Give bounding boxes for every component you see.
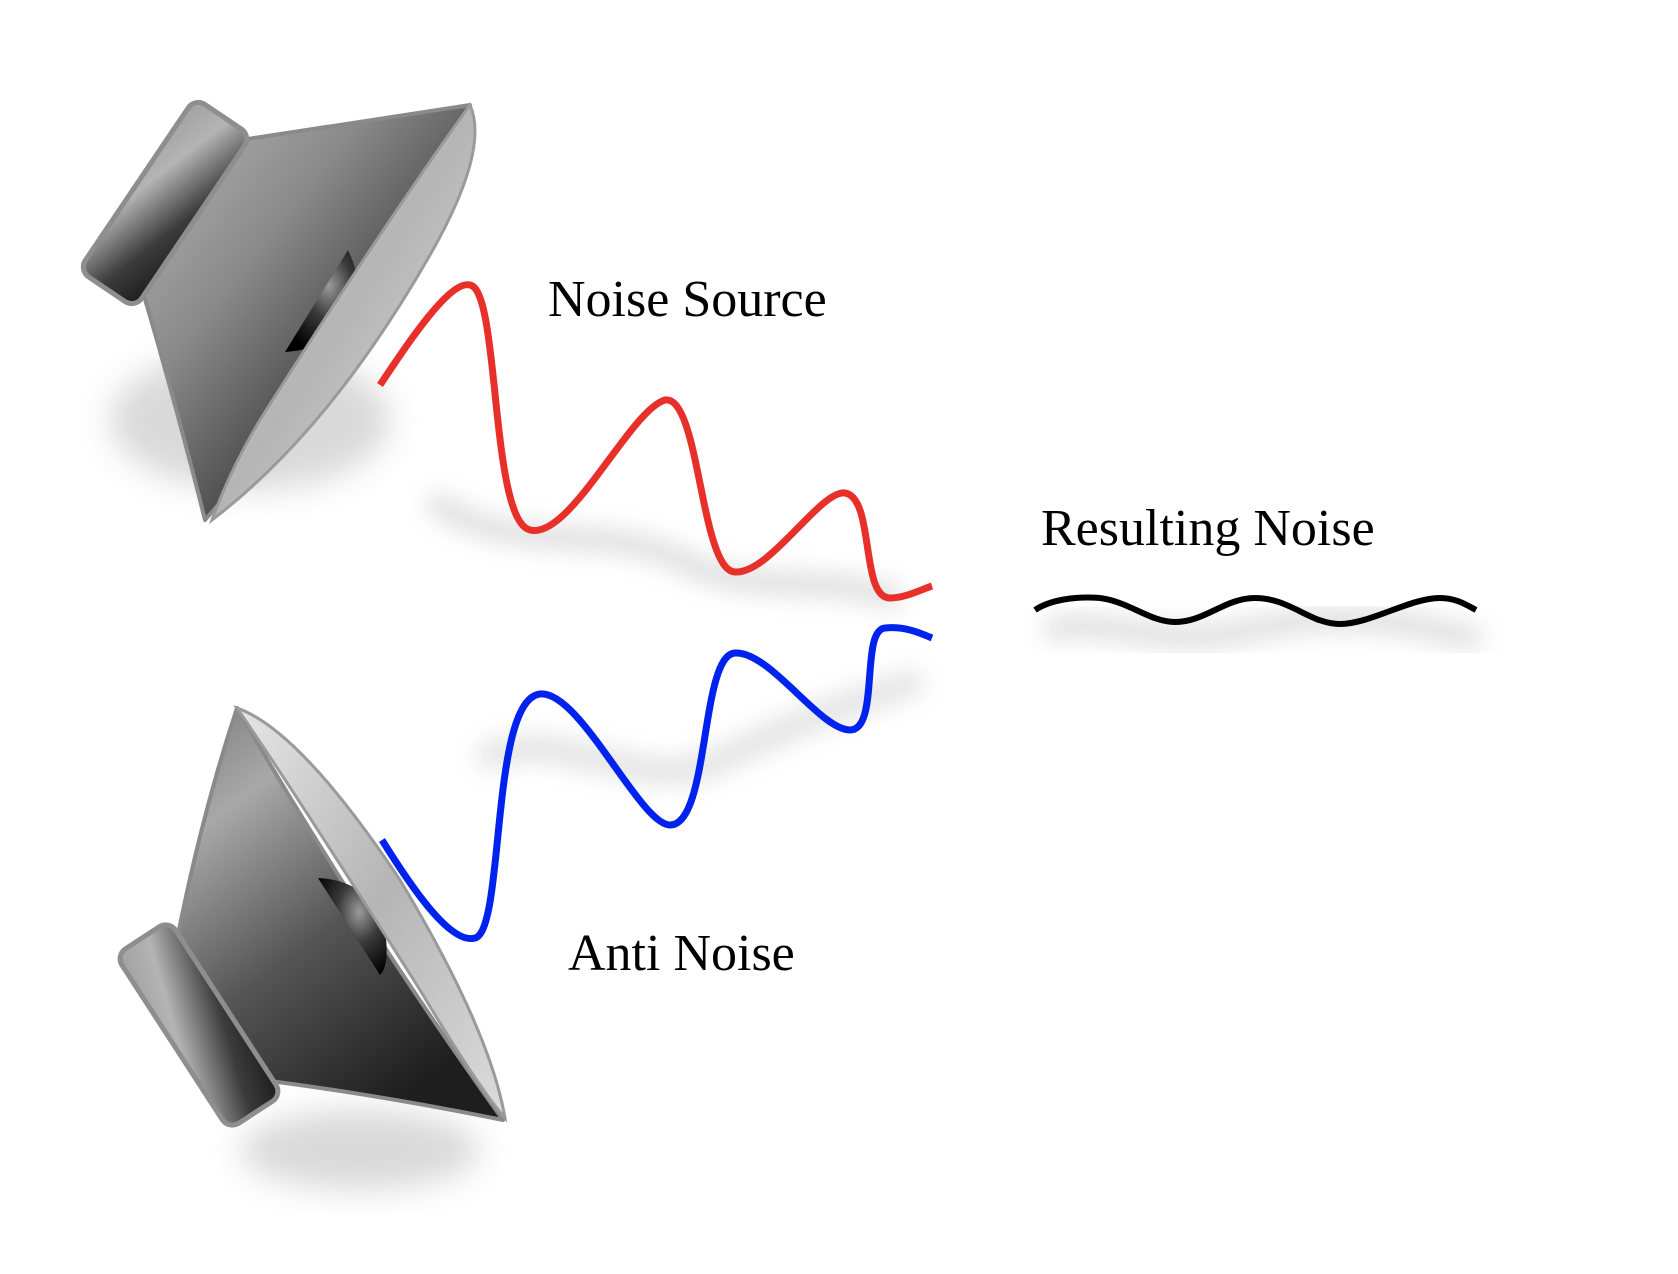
top-speaker-icon (80, 99, 477, 525)
bottom-speaker-mouth (233, 705, 508, 1123)
top-speaker-mouth (208, 102, 477, 525)
noise-source-label: Noise Source (548, 271, 827, 328)
bottom-speaker-cone (173, 706, 505, 1122)
resulting-noise-wave (1033, 594, 1478, 628)
top-speaker-magnet (80, 99, 250, 307)
noise-source-wave (377, 281, 934, 602)
anti-noise-label: Anti Noise (568, 925, 795, 982)
resulting-noise-label: Resulting Noise (1041, 500, 1375, 557)
bottom-speaker-magnet (117, 922, 281, 1128)
anti-noise-wave (379, 624, 934, 942)
bottom-speaker-icon (117, 705, 508, 1128)
